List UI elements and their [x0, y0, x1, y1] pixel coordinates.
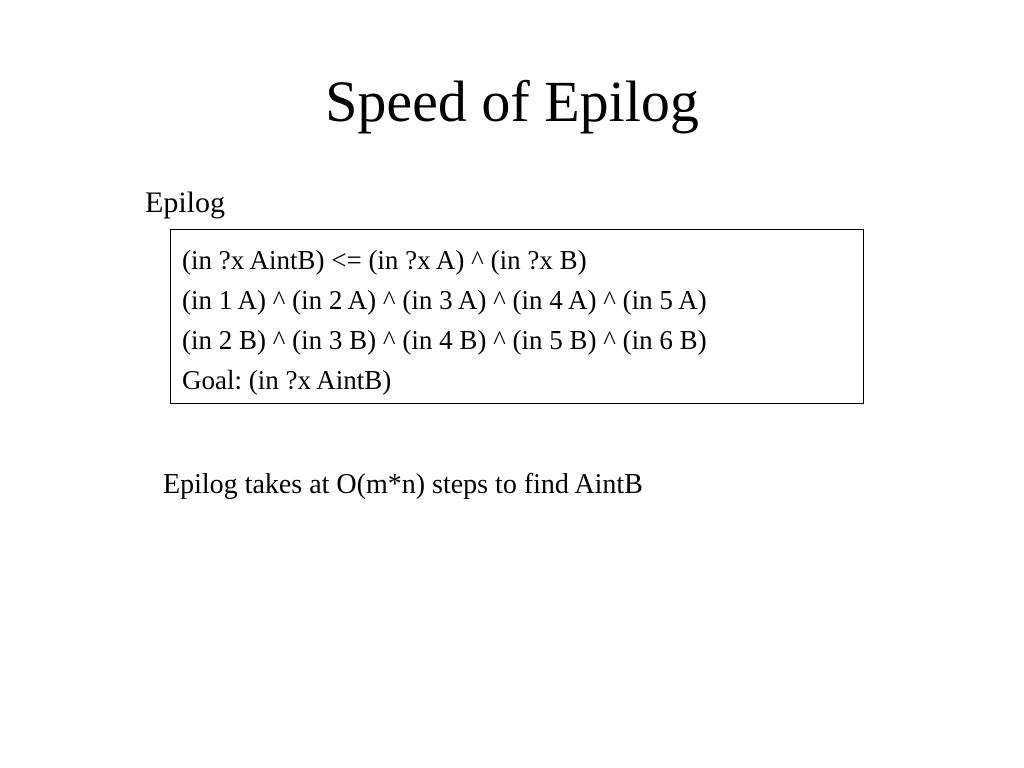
rule-line: (in ?x AintB) <= (in ?x A) ^ (in ?x B)	[182, 245, 587, 275]
rule-line: (in 2 B) ^ (in 3 B) ^ (in 4 B) ^ (in 5 B…	[182, 325, 707, 355]
box-label: Epilog	[145, 186, 225, 219]
goal-line: Goal: (in ?x AintB)	[182, 365, 392, 395]
slide-title: Speed of Epilog	[325, 69, 699, 134]
rule-line: (in 1 A) ^ (in 2 A) ^ (in 3 A) ^ (in 4 A…	[182, 285, 707, 315]
rules-box: (in ?x AintB) <= (in ?x A) ^ (in ?x B) (…	[170, 229, 864, 404]
complexity-note: Epilog takes at O(m*n) steps to find Ain…	[163, 469, 643, 500]
